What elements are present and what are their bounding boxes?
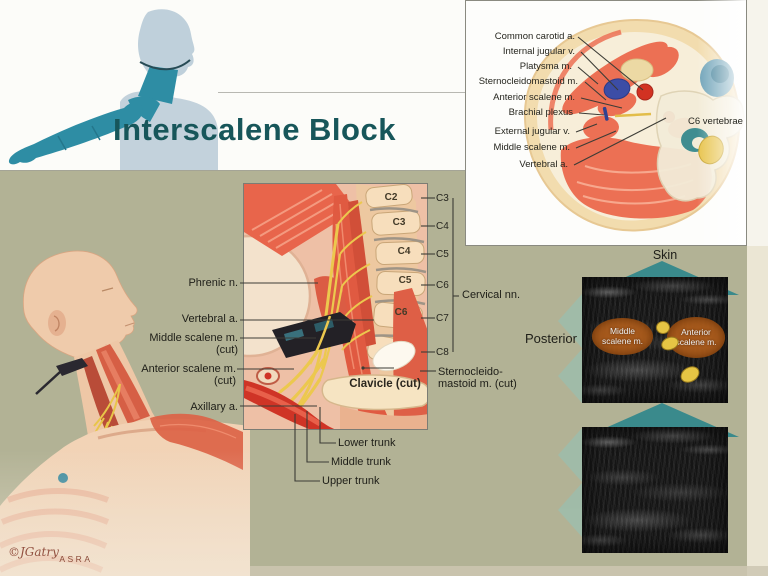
label-scm-cut: Sternocleido- mastoid m. (cut) [438, 366, 517, 390]
header-divider-line [218, 92, 465, 93]
mouth [124, 322, 135, 327]
logo-neckline [139, 59, 191, 71]
cross-section-top-margin [747, 0, 768, 246]
logo-arm-teal [8, 102, 143, 165]
brachial-plexus-mark [602, 106, 609, 121]
carotid-artery [636, 83, 654, 101]
signature-org: ASRA [59, 554, 93, 564]
us-anterior-scalene-label: Anterior [681, 327, 711, 337]
svg-text:C2: C2 [385, 192, 398, 203]
label-cervical-nn: Cervical nn. [462, 289, 521, 301]
signature: ©JGatry ASRA [8, 543, 97, 564]
ear [48, 310, 66, 336]
label-c6-vertebrae: C6 vertebrae [688, 116, 743, 127]
tick-c7: C7 [436, 313, 449, 324]
needle-icon [272, 312, 356, 358]
cut-muscle-upper [244, 184, 356, 256]
bottom-band [0, 566, 768, 576]
needle-icon [56, 358, 88, 376]
ultrasound-labeled: Middle scalene m. Anterior scalene m. [582, 277, 728, 403]
tick-c5: C5 [436, 249, 449, 260]
label-anterior-scalene-cut: Anterior scalene m. (cut) [141, 363, 236, 387]
clavicle-shape [321, 374, 427, 411]
label-axillary: Axillary a. [190, 401, 238, 413]
patient-chest [0, 413, 250, 576]
label-scm: Sternocleidomastoid m. [478, 76, 578, 87]
label-lower-trunk: Lower trunk [338, 437, 396, 449]
tick-c3: C3 [436, 193, 449, 204]
label-vertebral: Vertebral a. [181, 313, 238, 325]
posterior-label: Posterior [524, 331, 577, 346]
label-brachial-plexus: Brachial plexus [508, 107, 573, 118]
label-middle-scalene-cut: Middle scalene m. (cut) [149, 332, 238, 356]
logo-neck-teal [138, 66, 178, 104]
signature-script: ©JGatry [8, 545, 59, 559]
label-common-carotid: Common carotid a. [494, 31, 575, 42]
ultrasound-plain [582, 427, 728, 553]
label-external-jugular: External jugular v. [494, 126, 570, 137]
nerve-root-dot [677, 363, 703, 386]
patient-illustration [0, 250, 250, 576]
label-upper-trunk: Upper trunk [322, 475, 380, 487]
label-internal-jugular: Internal jugular v. [502, 46, 575, 57]
scm-cut-stub [372, 340, 416, 372]
label-anterior-scalene: Anterior scalene m. [493, 92, 575, 103]
svg-text:C6: C6 [395, 307, 408, 318]
patient-head [22, 250, 138, 359]
closed-eye [101, 287, 114, 292]
svg-text:C3: C3 [393, 217, 406, 228]
tick-c6: C6 [436, 280, 449, 291]
needle-path-line [614, 112, 652, 118]
right-margin-strip [747, 246, 768, 576]
anterior-scalene-muscle [332, 194, 390, 428]
main-anatomy-illustration: C2 C3 C4 C5 C6 [244, 184, 427, 429]
page-title: Interscalene Block [113, 112, 396, 147]
tick-c4: C4 [436, 221, 449, 232]
label-phrenic: Phrenic n. [188, 277, 238, 289]
logo-head [138, 9, 195, 78]
label-middle-scalene: Middle scalene m. [493, 142, 570, 153]
us-middle-scalene-highlight: Middle scalene m. [592, 318, 653, 355]
tick-c8: C8 [436, 347, 449, 358]
svg-text:C4: C4 [398, 246, 411, 257]
nerve-root-dot [656, 321, 670, 334]
svg-text:C5: C5 [399, 275, 412, 286]
label-platysma: Platysma m. [519, 61, 572, 72]
main-anatomy-panel: C2 C3 C4 C5 C6 [243, 183, 428, 430]
thyroid-cartilage [620, 58, 654, 82]
label-vertebral-artery: Vertebral a. [519, 159, 568, 170]
vertebra-labels: C2 C3 C4 C5 C6 [385, 192, 412, 318]
us-middle-scalene-label: Middle [609, 326, 636, 336]
logo-figure [8, 9, 218, 170]
skin-label: Skin [652, 248, 678, 262]
label-middle-trunk: Middle trunk [331, 456, 391, 468]
label-clavicle-cut: Clavicle (cut) [349, 378, 421, 390]
